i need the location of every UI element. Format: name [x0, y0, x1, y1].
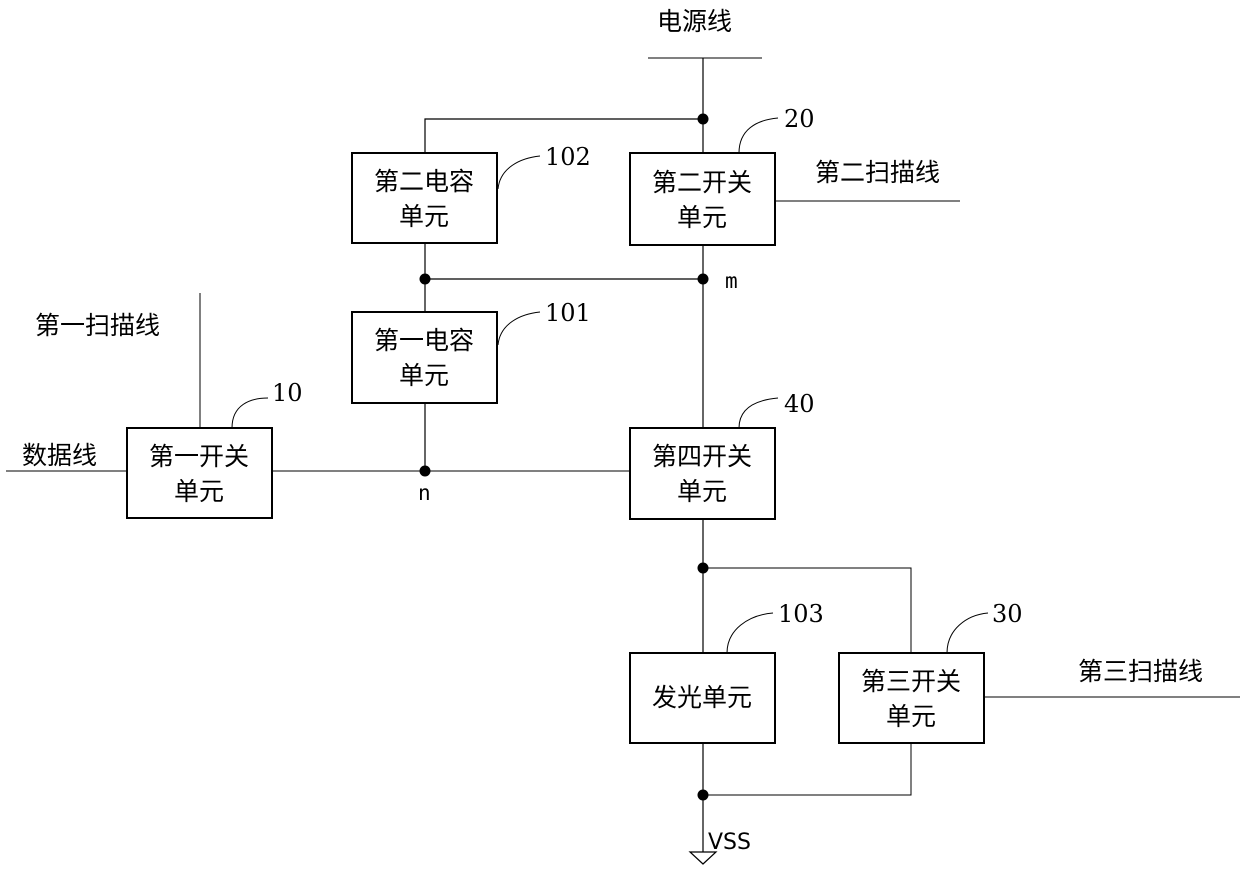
unit-capacitor-1: 第一电容 单元 101 — [352, 299, 591, 403]
switch-1-label-line1: 第一开关 — [149, 442, 249, 471]
leader-101 — [498, 312, 540, 345]
capacitor-1-label-line2: 单元 — [399, 361, 449, 390]
unit-switch-3: 第三开关 单元 30 — [839, 600, 1023, 743]
light-emitting-label: 发光单元 — [652, 683, 752, 712]
node-m-label: m — [725, 269, 738, 293]
switch-3-label-line2: 单元 — [886, 702, 936, 731]
junction-m-left — [420, 274, 431, 285]
leader-102 — [498, 156, 540, 189]
junction-vss — [698, 790, 709, 801]
capacitor-2-ref: 102 — [545, 143, 591, 171]
junction-m — [698, 274, 709, 285]
switch-1-ref: 10 — [272, 379, 303, 407]
capacitor-1-label-line1: 第一电容 — [374, 326, 474, 355]
data-line-label: 数据线 — [22, 441, 97, 470]
switch-2-ref: 20 — [784, 105, 815, 133]
switch-4-label-line2: 单元 — [677, 477, 727, 506]
junction-n — [420, 466, 431, 477]
light-emitting-ref: 103 — [778, 600, 824, 628]
unit-light-emitting: 发光单元 103 — [630, 600, 824, 743]
leader-lines — [232, 118, 988, 653]
leader-103 — [727, 613, 773, 653]
leader-40 — [739, 398, 778, 428]
switch-3-label-line1: 第三开关 — [861, 667, 961, 696]
switch-2-label-line2: 单元 — [677, 203, 727, 232]
unit-switch-4: 第四开关 单元 40 — [630, 390, 815, 519]
leader-10 — [232, 398, 268, 428]
unit-switch-1: 第一开关 单元 10 — [127, 379, 303, 518]
scan-line-1-label: 第一扫描线 — [35, 311, 160, 340]
node-n-label: n — [418, 481, 431, 505]
switch3-to-vss-wire — [703, 743, 911, 795]
capacitor-1-ref: 101 — [545, 299, 591, 327]
scan-line-2-label: 第二扫描线 — [815, 158, 940, 187]
vss-label: VSS — [708, 830, 751, 855]
switch-2-label-line1: 第二开关 — [652, 168, 752, 197]
switch-4-label-line1: 第四开关 — [652, 442, 752, 471]
switch-1-label-line2: 单元 — [174, 477, 224, 506]
unit-capacitor-2: 第二电容 单元 102 — [352, 143, 591, 243]
scan-line-3-label: 第三扫描线 — [1078, 657, 1203, 686]
capacitor-2-label-line1: 第二电容 — [374, 167, 474, 196]
leader-20 — [739, 118, 778, 153]
switch-3-ref: 30 — [992, 600, 1023, 628]
switch-4-ref: 40 — [784, 390, 815, 418]
leader-30 — [947, 613, 988, 653]
power-line-label: 电源线 — [657, 7, 732, 36]
junction-top — [698, 114, 709, 125]
junction-led-top — [698, 563, 709, 574]
unit-switch-2: 第二开关 单元 20 — [630, 105, 815, 245]
capacitor-2-label-line2: 单元 — [399, 202, 449, 231]
